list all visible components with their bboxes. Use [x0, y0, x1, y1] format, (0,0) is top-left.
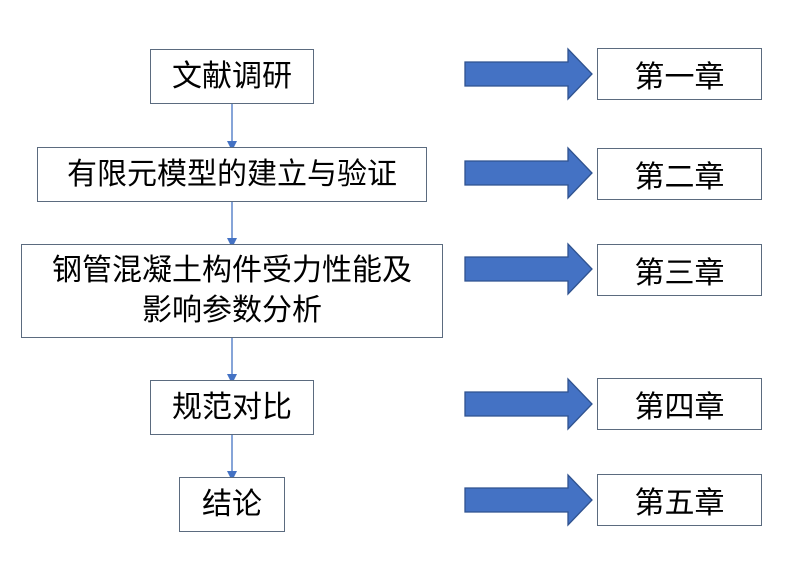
step-label-line-2: 影响参数分析: [142, 293, 322, 328]
step-conclusion: 结论: [179, 477, 285, 532]
chapter-2: 第二章: [597, 148, 762, 200]
block-arrow-4: [464, 377, 593, 431]
step-code-comparison: 规范对比: [150, 380, 314, 435]
chapter-label: 第三章: [634, 256, 725, 291]
step-parameter-analysis: 钢管混凝土构件受力性能及 影响参数分析: [21, 244, 443, 338]
block-arrow-2: [464, 146, 593, 200]
step-fe-model: 有限元模型的建立与验证: [37, 147, 427, 202]
chapter-1: 第一章: [597, 48, 762, 100]
chapter-5: 第五章: [597, 474, 762, 526]
chapter-label: 第一章: [634, 60, 725, 95]
chapter-label: 第二章: [634, 160, 725, 195]
step-label: 文献调研: [172, 58, 292, 94]
step-literature-review: 文献调研: [150, 49, 314, 104]
block-arrow-5: [464, 473, 593, 527]
block-arrow-1: [464, 47, 593, 101]
step-label-line-1: 钢管混凝土构件受力性能及: [52, 253, 412, 288]
step-label: 规范对比: [172, 389, 292, 425]
step-label: 有限元模型的建立与验证: [67, 156, 397, 192]
chapter-4: 第四章: [597, 378, 762, 430]
block-arrow-3: [464, 242, 593, 296]
chapter-label: 第五章: [634, 486, 725, 521]
step-label: 结论: [202, 486, 262, 522]
chapter-label: 第四章: [634, 390, 725, 425]
chapter-3: 第三章: [597, 244, 762, 296]
